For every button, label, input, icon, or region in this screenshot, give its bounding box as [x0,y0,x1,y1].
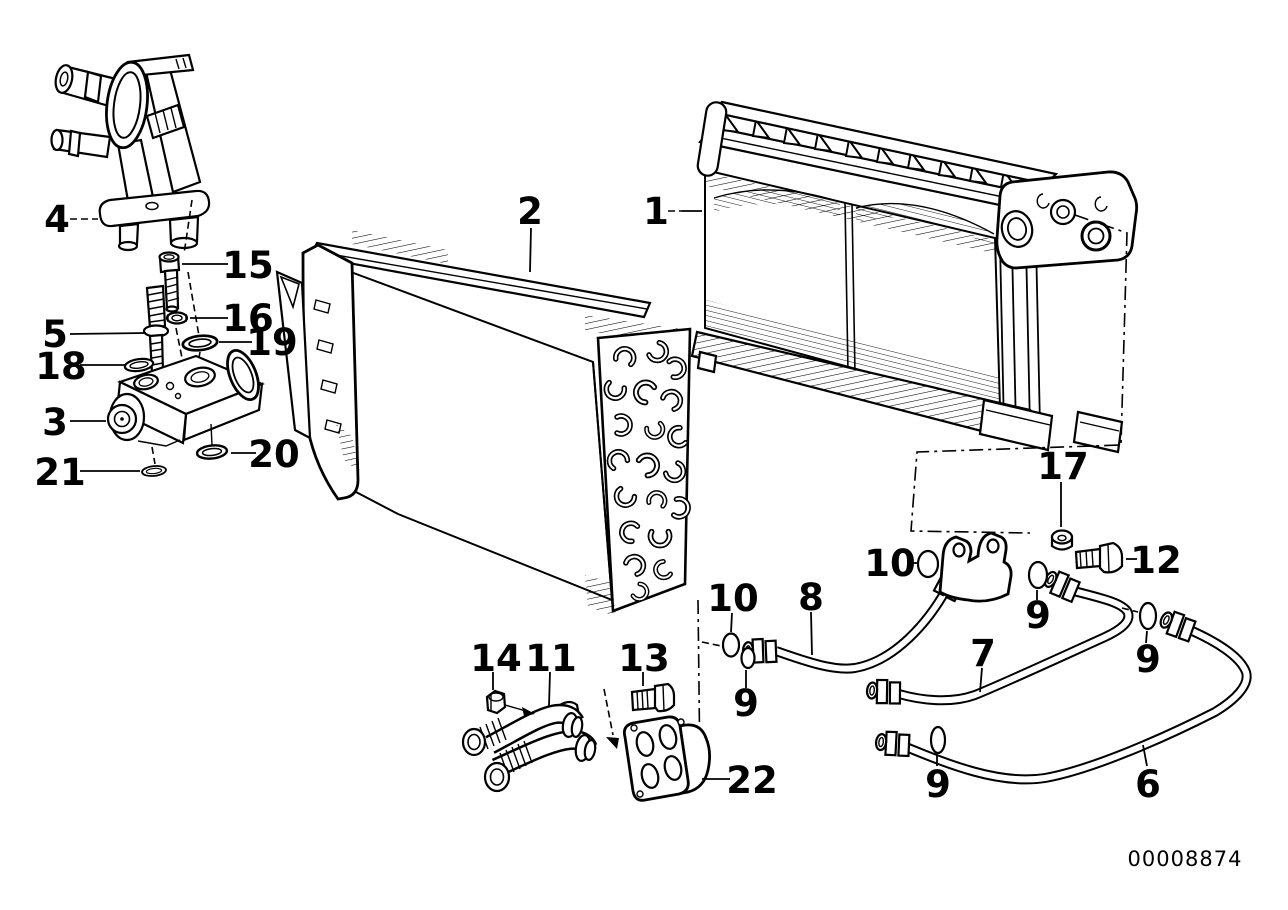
washer-17 [1050,529,1074,551]
callout-20: 20 [231,433,300,476]
heater-tubes [999,241,1041,431]
callout-9-right: 9 [1135,630,1161,681]
callout-11: 11 [525,637,577,707]
part-1-heater-core [690,100,1139,454]
callout-label: 6 [1135,763,1161,806]
o-ring-9-bottom [929,725,947,755]
callout-9-left: 9 [733,670,759,725]
callout-9-bracket: 9 [1025,590,1051,637]
callout-5: 5 [42,313,147,356]
o-ring-9-bracket [1027,560,1049,590]
callout-2: 2 [517,190,543,273]
callout-8: 8 [798,576,824,656]
callout-label: 19 [246,321,298,364]
callout-label: 9 [733,682,759,725]
callout-label: 15 [222,244,274,287]
nut-14 [485,689,507,715]
callout-21: 21 [34,451,140,494]
callout-10-right: 10 [864,542,917,585]
part-4-water-valve [50,53,211,252]
callout-label: 17 [1037,445,1089,488]
callout-17: 17 [1037,445,1089,527]
o-ring-9-right [1138,601,1158,631]
callout-15: 15 [182,244,274,287]
callout-label: 4 [44,198,70,241]
part-3-expansion-valve [106,349,265,447]
projection-line-heater [910,214,1128,534]
callout-label: 12 [1130,539,1182,582]
callout-10-left: 10 [707,577,759,633]
part-7-pipe [864,565,1134,707]
callout-label: 1 [643,190,669,233]
callout-1: 1 [643,190,702,233]
leader-valve-oring20 [210,423,213,446]
callout-14: 14 [470,637,522,690]
callout-label: 13 [618,637,670,680]
o-ring-10-left [721,632,741,658]
callout-9-bottom: 9 [925,755,951,806]
o-ring-20 [195,442,229,462]
leader-valve-oring21 [151,446,156,465]
part-11-pipe-union [461,700,598,793]
callout-label: 9 [1135,638,1161,681]
callout-3: 3 [42,401,106,444]
callout-6: 6 [1135,744,1161,806]
callout-7: 7 [970,632,996,693]
callout-label: 22 [726,759,778,802]
o-ring-19 [180,332,220,354]
callout-label: 3 [42,401,68,444]
leader-axis-oring10 [701,641,722,647]
o-ring-10-right [916,549,940,579]
bolt-13 [630,682,676,713]
o-ring-18 [122,356,156,374]
end-plate-slots [313,299,342,434]
o-ring-21 [140,463,168,479]
callout-label: 5 [42,313,68,356]
stud-5 [142,284,170,381]
callout-label: 10 [864,542,916,585]
callout-label: 20 [248,433,300,476]
callout-label: 2 [517,190,543,233]
nut-16 [165,311,189,325]
fin-stack-top-left [352,230,448,264]
assembly-arrows [504,688,619,749]
callout-label: 8 [798,576,824,619]
callout-label: 7 [970,632,996,675]
callout-label: 9 [925,763,951,806]
leader-pipe7-oring9 [1121,607,1139,613]
part-22-cover-flange [622,715,711,802]
heater-end-tank [995,170,1139,270]
bolt-12 [1074,541,1124,574]
bolt-15 [158,251,181,313]
callout-16: 16 [190,297,274,340]
callout-label: 9 [1025,594,1051,637]
callout-13: 13 [618,637,670,686]
part-2-evaporator [275,230,690,616]
callout-18: 18 [35,345,126,388]
callout-label: 18 [35,345,87,388]
pipe-bracket [938,531,1013,603]
callout-label: 11 [525,637,577,680]
callout-label: 14 [470,637,522,680]
part-8-pipe [741,563,969,674]
callout-label: 16 [222,297,274,340]
callout-label: 10 [707,577,759,620]
drawing-number: 00008874 [1128,847,1243,871]
callout-label: 21 [34,451,86,494]
o-ring-9-left [740,646,756,670]
callout-22: 22 [702,759,778,802]
callout-4: 4 [44,198,98,241]
callout-19: 19 [219,321,298,364]
callout-12: 12 [1126,539,1182,582]
part-6-pipe [873,605,1252,785]
